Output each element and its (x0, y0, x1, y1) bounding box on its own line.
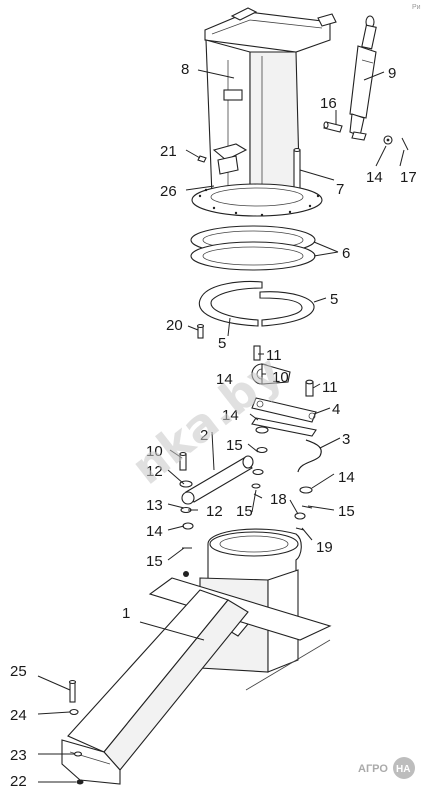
leader-lines (37, 69, 405, 783)
label-part-20: 20 (166, 317, 183, 334)
part-17-cotter-pin (401, 137, 409, 151)
label-part-14-right: 14 (338, 469, 355, 486)
corner-mark: Ри (412, 4, 421, 11)
part-10-pin-upper (253, 345, 261, 361)
label-part-2: 2 (200, 427, 208, 444)
part-3-bent-rod (297, 439, 322, 473)
label-part-17: 17 (400, 169, 417, 186)
label-part-22: 22 (10, 773, 27, 790)
part-16-pin (323, 121, 343, 133)
label-part-10-left: 10 (146, 443, 163, 460)
left-fastener-stack (179, 451, 194, 549)
logo-badge: НА (396, 764, 410, 775)
label-part-11-right: 11 (322, 379, 338, 396)
label-part-14-lever: 14 (216, 371, 233, 388)
part-6-gasket-rings (190, 225, 316, 271)
part-4-link-bar (251, 397, 317, 437)
part-22-nut (76, 779, 84, 785)
label-part-15-right: 15 (338, 503, 355, 520)
part-14-nut-upper (383, 135, 393, 145)
label-part-12-upper: 12 (146, 463, 163, 480)
washers-stack-center (251, 426, 269, 499)
label-part-4: 4 (332, 401, 340, 418)
label-part-15-center: 15 (226, 437, 243, 454)
label-part-13: 13 (146, 497, 163, 514)
label-part-11-upper: 11 (266, 347, 282, 364)
part-5-split-ring (199, 281, 315, 327)
label-part-14-center: 14 (222, 407, 239, 424)
label-part-24: 24 (10, 707, 27, 724)
label-part-15-left: 15 (146, 553, 163, 570)
part-25-bolt (68, 679, 77, 703)
part-8-upper-spout-tower (191, 7, 337, 217)
label-part-3: 3 (342, 431, 350, 448)
label-part-7: 7 (336, 181, 344, 198)
part-21-screw (197, 155, 207, 163)
part-20-bolt (196, 323, 205, 339)
label-part-14-left: 14 (146, 523, 163, 540)
label-part-18: 18 (270, 491, 287, 508)
label-part-26: 26 (160, 183, 177, 200)
part-number-labels: 8 9 16 21 14 17 7 26 6 5 20 5 11 14 10 1… (10, 61, 417, 790)
part-11-pin-right (305, 379, 314, 397)
label-part-16: 16 (320, 95, 337, 112)
label-part-10-upper: 10 (272, 369, 289, 386)
label-part-1: 1 (122, 605, 130, 622)
part-9-hydraulic-cylinder (349, 15, 377, 141)
label-part-5-right: 5 (330, 291, 338, 308)
label-part-9: 9 (388, 65, 396, 82)
part-2-small-cylinder (181, 455, 254, 505)
logo-text: АГРО (358, 763, 388, 775)
label-part-5-lower: 5 (218, 335, 226, 352)
label-part-19: 19 (316, 539, 333, 556)
label-part-23: 23 (10, 747, 27, 764)
label-part-25: 25 (10, 663, 27, 680)
part-24-washer (69, 708, 79, 716)
part-23-washer (73, 751, 83, 757)
label-part-6: 6 (342, 245, 350, 262)
label-part-21: 21 (160, 143, 177, 160)
label-part-8: 8 (181, 61, 189, 78)
label-part-14-upper: 14 (366, 169, 383, 186)
agro-logo: АГРО НА (358, 757, 415, 779)
part-1-lower-chute (61, 528, 332, 785)
label-part-12-lower: 12 (206, 503, 223, 520)
label-part-15-mid: 15 (236, 503, 253, 520)
right-fastener-stack (294, 486, 313, 531)
